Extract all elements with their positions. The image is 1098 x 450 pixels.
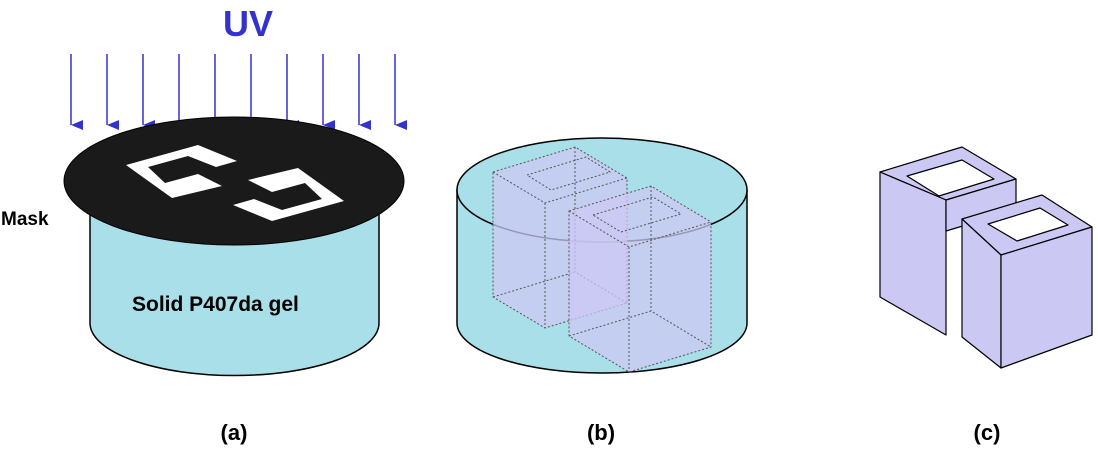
uv-label: UV — [223, 3, 273, 44]
panel-b-label: (b) — [587, 420, 615, 445]
photomask-disk — [63, 116, 405, 246]
uv-arrows — [70, 54, 407, 130]
panel-c: (c) — [879, 146, 1093, 445]
panel-a-label: (a) — [221, 420, 248, 445]
embedded-structure — [492, 146, 712, 373]
mask-pattern — [126, 145, 344, 221]
gel-label: Solid P407da gel — [132, 293, 299, 316]
panel-a: UV Mask Solid — [1, 3, 407, 445]
panel-c-label: (c) — [974, 420, 1001, 445]
panel-b: (b) — [456, 137, 748, 445]
mask-label: Mask — [1, 209, 49, 230]
front-hollow-block — [961, 194, 1093, 369]
